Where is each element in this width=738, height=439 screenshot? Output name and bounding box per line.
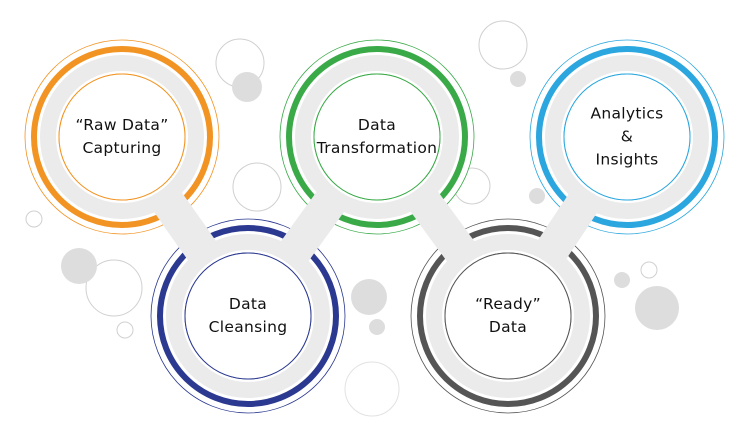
decor-dot-icon (614, 272, 630, 288)
node-label-raw: “Raw Data” Capturing (75, 114, 168, 160)
thick-color-ring (536, 46, 718, 228)
node-label-line: “Raw Data” (75, 116, 169, 134)
node-label-line: Insights (595, 150, 659, 169)
inner-circle-ready (444, 252, 572, 380)
node-label-line: Data (357, 116, 397, 134)
decor-ring-icon (344, 361, 400, 417)
decor-dot-icon (510, 71, 526, 87)
inner-circle-raw (58, 73, 186, 201)
gray-band-ring (40, 55, 204, 219)
node-label-line: Data (488, 318, 528, 336)
decor-dot-icon (232, 72, 262, 102)
decor-dot-icon (351, 279, 387, 315)
connector-arm-ready-analytics (530, 182, 605, 271)
node-label-line: & (620, 127, 634, 146)
node-label-line: Transformation (316, 139, 438, 157)
decor-dot-icon (61, 248, 97, 284)
node-label-line: Analytics (590, 104, 664, 123)
node-label-ready: “Ready” Data (475, 293, 541, 339)
node-label-line: Capturing (82, 139, 162, 157)
decor-ring-icon (478, 20, 528, 70)
inner-circle-analytics (563, 73, 691, 201)
node-label-line: Cleansing (208, 318, 288, 336)
decor-ring-icon (85, 259, 143, 317)
decor-ring-icon (25, 210, 43, 228)
connector-arm-transformation-ready (402, 180, 483, 273)
gray-band-ring (545, 55, 709, 219)
inner-circle-transformation (313, 73, 441, 201)
process-nodes (24, 39, 725, 414)
decor-dot-icon (635, 286, 679, 330)
connector-arm-raw-cleansing (146, 181, 224, 272)
thick-color-ring (31, 46, 213, 228)
connector-arm-cleansing-transformation (272, 180, 353, 273)
node-label-line: Data (228, 295, 268, 313)
decor-dot-icon (369, 319, 385, 335)
gray-band-ring (426, 234, 590, 398)
decor-dot-icon (529, 188, 545, 204)
gray-band-ring (295, 55, 459, 219)
decorative-dots (61, 71, 679, 335)
decor-ring-icon (640, 261, 658, 279)
gray-band-ring (166, 234, 330, 398)
thick-color-ring (417, 225, 599, 407)
node-label-line: “Ready” (475, 295, 541, 313)
decor-ring-icon (116, 321, 134, 339)
inner-circle-cleansing (184, 252, 312, 380)
thick-color-ring (286, 46, 468, 228)
decor-ring-icon (232, 162, 282, 212)
node-label-analytics: Analytics & Insights (590, 103, 663, 172)
thick-color-ring (157, 225, 339, 407)
